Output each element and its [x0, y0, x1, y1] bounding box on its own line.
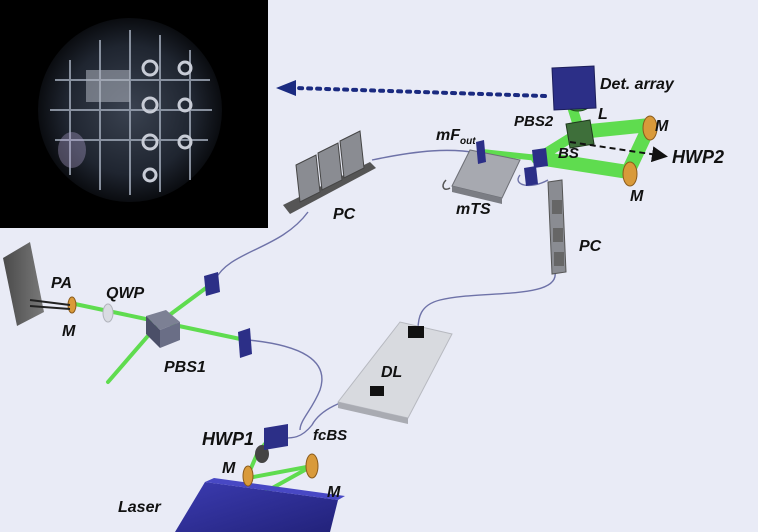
delay-line — [337, 321, 453, 424]
label-lens: L — [598, 106, 608, 123]
qwp-plate — [102, 303, 114, 323]
image-arrow — [276, 80, 547, 98]
label-pa: PA — [51, 275, 72, 292]
fiber-pc-to-pbs1 — [214, 211, 309, 281]
pa-rod-2 — [29, 305, 71, 310]
label-pbs1: PBS1 — [164, 359, 206, 376]
label-mirror-bottom-left: M — [222, 460, 236, 477]
pbs1-top — [146, 310, 180, 330]
coupler-pbs1-right — [238, 328, 252, 358]
fcbs-coupler — [264, 424, 288, 450]
pa-rod-1 — [29, 299, 71, 306]
mts-stage — [442, 149, 521, 204]
label-hwp2: HWP2 — [672, 147, 724, 167]
label-mirror-right: M — [630, 188, 644, 205]
label-mirror-left: M — [62, 323, 76, 340]
label-pc-right: PC — [579, 238, 602, 255]
label-mirror-top: M — [655, 118, 669, 135]
pc-upper-paddle-1 — [295, 154, 321, 203]
label-mirror-bottom-right: M — [327, 484, 341, 501]
mf-out-component — [476, 140, 486, 164]
pc-upper-paddle-2 — [317, 142, 343, 191]
label-hwp1: HWP1 — [202, 429, 254, 449]
label-mts: mTS — [456, 201, 491, 218]
detector-array — [551, 65, 597, 111]
laser-source — [175, 478, 345, 532]
pbs1-right — [160, 322, 180, 348]
mts-top — [451, 149, 521, 199]
chip-glare — [58, 132, 86, 168]
label-det-array: Det. array — [600, 76, 675, 93]
polarization-controller-right — [547, 179, 567, 275]
pa-panel — [3, 242, 44, 326]
pc-right-paddle-1 — [552, 200, 562, 214]
dl-coupler-top — [408, 326, 424, 338]
label-pc-upper: PC — [333, 206, 356, 223]
label-mf-subscript: out — [460, 136, 476, 147]
mts-cable — [442, 179, 451, 191]
mirror-right-bottom — [622, 161, 638, 187]
fiber-loop — [517, 174, 549, 187]
label-fcbs: fcBS — [313, 427, 347, 444]
mts-edge — [452, 186, 502, 204]
dl-stage — [337, 321, 453, 419]
pc-upper-paddle-3 — [339, 130, 365, 179]
pbs2-cube — [565, 119, 595, 149]
label-pbs2: PBS2 — [514, 113, 554, 130]
label-laser: Laser — [118, 499, 161, 516]
polarization-controller-upper — [283, 130, 376, 214]
label-qwp: QWP — [106, 285, 145, 302]
mirror-right-top — [642, 115, 658, 141]
mirror-bottom-left — [242, 465, 254, 487]
chip-pads — [141, 59, 193, 183]
mirror-bottom-right — [305, 453, 319, 479]
dl-stage-edge — [338, 402, 408, 424]
bs-cube — [532, 148, 548, 168]
label-mf-out: mFout — [436, 127, 476, 147]
power-analyzer — [3, 242, 71, 326]
fiber-pc-to-dl — [417, 271, 556, 331]
hwp2-pointer-arrow — [569, 141, 668, 163]
coupler-bs — [524, 166, 538, 186]
laser-top-face — [205, 478, 345, 500]
label-mf: mF — [436, 127, 461, 144]
chip-block — [86, 70, 130, 102]
pc-upper-base — [283, 162, 376, 214]
pbs1-left — [146, 316, 160, 348]
label-dl: DL — [381, 364, 402, 381]
pc-right-paddle-2 — [553, 228, 563, 242]
pc-right-paddle-3 — [554, 252, 564, 266]
coupler-pbs1-top — [204, 272, 220, 296]
laser-body — [175, 482, 338, 532]
microscope-inset — [0, 0, 268, 228]
dl-coupler-bottom — [370, 386, 384, 396]
fiber-pbs1-to-fcbs — [247, 339, 323, 431]
label-bs: BS — [558, 145, 579, 162]
